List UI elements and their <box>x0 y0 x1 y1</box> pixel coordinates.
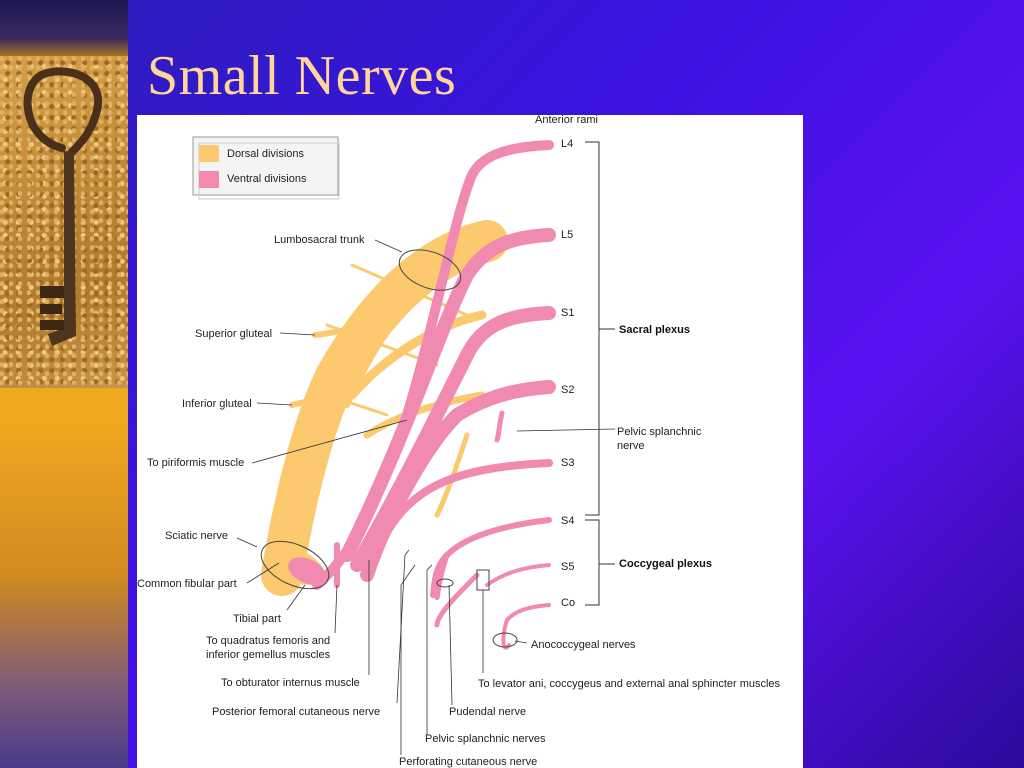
label-anococcygeal: Anococcygeal nerves <box>531 639 636 651</box>
lumbosacral-trunk-marker <box>398 249 462 291</box>
root-s2: S2 <box>561 384 574 396</box>
label-lumbosacral-trunk: Lumbosacral trunk <box>274 234 365 246</box>
root-co: Co <box>561 597 575 609</box>
label-inferior-gluteal: Inferior gluteal <box>182 398 252 410</box>
coccygeal-plexus-label: Coccygeal plexus <box>619 558 712 570</box>
label-to-quadratus-1: To quadratus femoris and <box>206 635 330 647</box>
label-sciatic-nerve: Sciatic nerve <box>165 530 228 542</box>
label-to-quadratus-2: inferior gemellus muscles <box>206 649 331 661</box>
label-to-levator: To levator ani, coccygeus and external a… <box>478 678 781 690</box>
legend: Dorsal divisions Ventral divisions <box>192 136 340 200</box>
label-pelvic-splanchnic-nerves: Pelvic splanchnic nerves <box>425 733 546 745</box>
key-photo <box>0 56 128 388</box>
root-l5: L5 <box>561 229 573 241</box>
legend-dorsal-swatch <box>199 145 219 162</box>
root-s4: S4 <box>561 515 574 527</box>
anococcygeal-marker <box>492 632 518 648</box>
label-superior-gluteal: Superior gluteal <box>195 328 272 340</box>
sciatic-cut-end <box>260 540 330 590</box>
label-to-piriformis: To piriformis muscle <box>147 457 244 469</box>
leader-lines <box>236 239 616 755</box>
sacral-plexus-label: Sacral plexus <box>619 324 690 336</box>
sacral-plexus-diagram: Dorsal divisions Ventral divisions Anter… <box>137 115 803 768</box>
label-tibial-part: Tibial part <box>233 613 281 625</box>
ventral-divisions <box>312 140 556 650</box>
plexus-brackets <box>585 141 615 606</box>
label-pelvic-splanchnic-1: Pelvic splanchnic <box>617 426 702 438</box>
label-to-obturator: To obturator internus muscle <box>221 677 360 689</box>
legend-ventral-swatch <box>199 171 219 188</box>
legend-ventral-label: Ventral divisions <box>227 173 307 185</box>
root-s1: S1 <box>561 307 574 319</box>
root-s5: S5 <box>561 561 574 573</box>
label-pudendal: Pudendal nerve <box>449 706 526 718</box>
anterior-rami-label: Anterior rami <box>535 115 598 126</box>
dorsal-divisions <box>261 220 508 596</box>
label-posterior-femoral: Posterior femoral cutaneous nerve <box>212 706 380 718</box>
label-common-fibular: Common fibular part <box>137 578 237 590</box>
slide-title: Small Nerves <box>147 45 457 107</box>
levator-marker <box>476 569 490 591</box>
label-pelvic-splanchnic-2: nerve <box>617 440 645 452</box>
key-icon <box>23 67 102 346</box>
root-s3: S3 <box>561 457 574 469</box>
plexus-illustration: Dorsal divisions Ventral divisions Anter… <box>137 115 781 768</box>
legend-dorsal-label: Dorsal divisions <box>227 148 305 160</box>
pudendal-marker <box>436 578 454 588</box>
root-l4: L4 <box>561 138 573 150</box>
label-perforating-cutaneous: Perforating cutaneous nerve <box>399 756 537 768</box>
